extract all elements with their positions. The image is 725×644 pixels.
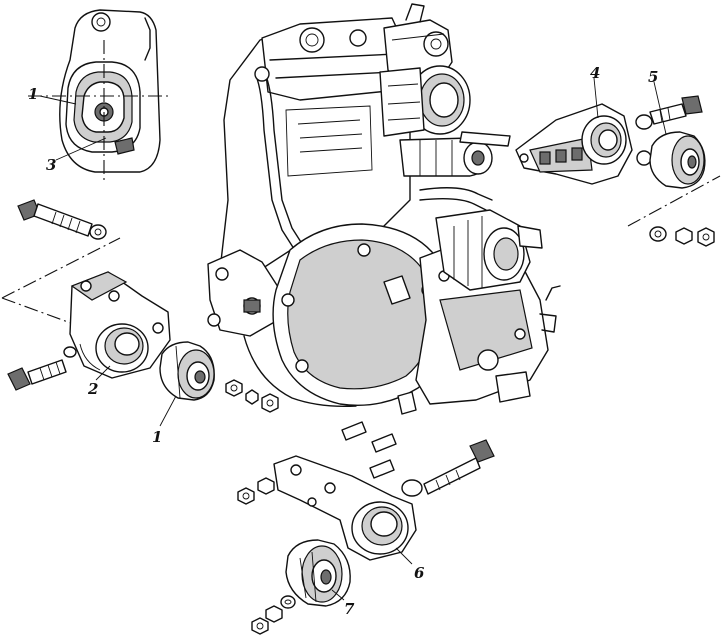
callout-3-inset: 3 [46,156,56,174]
callout-2: 2 [87,380,98,398]
callout-6: 6 [414,564,425,582]
callout-1-front: 1 [152,428,162,446]
rubber-cushion-part-7 [285,539,351,607]
long-bolt-left [17,199,107,240]
bolt-top-right [635,95,703,166]
starter-motor [435,209,543,291]
bracket-part-6 [273,455,417,561]
studs-rear [341,421,397,479]
inset-mount-detail [28,9,170,182]
callout-1-inset: 1 [28,85,38,103]
callout-4: 4 [590,64,600,82]
rubber-cushion-part-5 [649,131,706,189]
short-bolt-left [7,346,77,391]
engine-assembly [207,3,561,415]
intake-housing [379,65,471,137]
rubber-cushion-part-1 [159,341,215,401]
bracket-part-2 [69,271,171,379]
leader-lines [95,77,667,601]
washers-nuts-top-right [649,226,715,247]
nuts-rear [237,477,275,505]
front-left-mount-cluster [1,199,279,413]
top-right-mount-cluster [515,95,721,247]
washers-nuts-rear-bottom [251,595,296,635]
bracket-part-4 [515,103,633,185]
callout-5: 5 [648,68,658,86]
callout-7: 7 [344,600,355,618]
exhaust-pipe [399,131,511,177]
rear-mount-cluster [237,421,495,635]
nuts-front-left [225,379,279,413]
bolt-rear [401,439,495,497]
clutch-housing [272,223,451,406]
